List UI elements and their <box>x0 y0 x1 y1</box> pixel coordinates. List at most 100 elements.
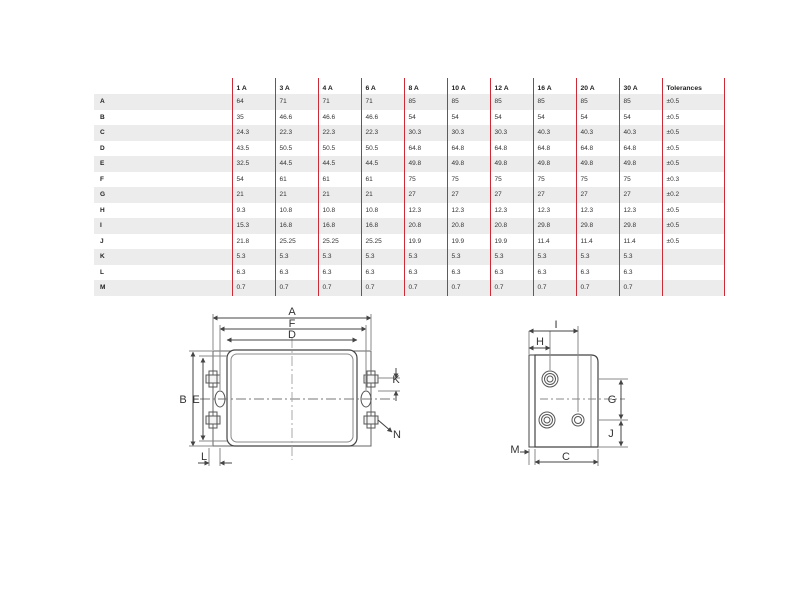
value-cell: 6.3 <box>317 264 361 280</box>
column-header: 6 A <box>360 78 404 94</box>
row-label: H <box>100 206 105 214</box>
value-cell: 27 <box>446 187 490 203</box>
front-view-labels: A F D B E K N L <box>179 306 401 463</box>
tolerance-cell: ±0.5 <box>661 202 725 218</box>
value-cell: 50.5 <box>274 140 318 156</box>
value-cell: 50.5 <box>317 140 361 156</box>
value-cell: 50.5 <box>360 140 404 156</box>
value-cell: 21.8 <box>231 233 275 249</box>
value-cell: 5.3 <box>446 249 490 265</box>
right-terminals <box>363 370 379 429</box>
value-cell: 21 <box>274 187 318 203</box>
label-J: J <box>608 428 614 440</box>
label-G: G <box>608 394 617 406</box>
value-cell: 6.3 <box>403 264 447 280</box>
value-cell: 44.5 <box>274 156 318 172</box>
value-cell: 21 <box>317 187 361 203</box>
value-cell: 5.3 <box>575 249 619 265</box>
value-cell: 0.7 <box>360 280 404 296</box>
value-cell: 16.8 <box>360 218 404 234</box>
value-cell: 0.7 <box>403 280 447 296</box>
column-header: 4 A <box>317 78 361 94</box>
side-ground-terminal <box>571 413 585 427</box>
tolerance-cell: ±0.2 <box>661 187 725 203</box>
label-L: L <box>201 451 207 463</box>
value-cell: 21 <box>360 187 404 203</box>
tolerance-cell: ±0.5 <box>661 233 725 249</box>
label-M: M <box>510 444 519 456</box>
value-cell: 9.3 <box>231 202 275 218</box>
value-cell: 10.8 <box>360 202 404 218</box>
row-label: F <box>100 175 104 183</box>
value-cell: 19.9 <box>489 233 533 249</box>
value-cell: 71 <box>360 94 404 110</box>
row-label: M <box>94 280 232 296</box>
tolerance-cell <box>661 280 725 296</box>
value-cell: 85 <box>618 94 662 110</box>
value-cell: 5.3 <box>274 249 318 265</box>
value-cell: 21 <box>231 187 275 203</box>
row-label: K <box>94 249 232 265</box>
front-view-drawing <box>189 314 400 466</box>
left-terminals <box>205 370 221 429</box>
value-cell: 0.7 <box>317 280 361 296</box>
value-cell: 64.8 <box>532 140 576 156</box>
tolerance-cell <box>661 249 725 265</box>
row-label: E <box>94 156 232 172</box>
row-label: I <box>94 218 232 234</box>
row-label: A <box>94 94 232 110</box>
column-header: 16 A <box>532 78 576 94</box>
value-cell: 27 <box>618 187 662 203</box>
value-cell: 25.25 <box>274 233 318 249</box>
value-cell: 54 <box>618 109 662 125</box>
value-cell: 64.8 <box>403 140 447 156</box>
value-cell: 10.8 <box>274 202 318 218</box>
value-cell: 0.7 <box>575 280 619 296</box>
value-cell: 44.5 <box>317 156 361 172</box>
value-cell: 22.3 <box>274 125 318 141</box>
value-cell: 75 <box>403 171 447 187</box>
value-cell: 85 <box>489 94 533 110</box>
value-cell: 85 <box>532 94 576 110</box>
value-cell: 43.5 <box>231 140 275 156</box>
tolerance-cell: ±0.3 <box>661 171 725 187</box>
value-cell: 49.8 <box>403 156 447 172</box>
column-header: 8 A <box>403 78 447 94</box>
tolerance-cell: ±0.5 <box>661 140 725 156</box>
label-H: H <box>536 336 544 348</box>
row-label: C <box>94 125 232 141</box>
column-header: 3 A <box>274 78 318 94</box>
value-cell: 6.3 <box>618 264 662 280</box>
value-cell: 54 <box>575 109 619 125</box>
value-cell: 29.8 <box>618 218 662 234</box>
tolerance-cell: ±0.5 <box>661 218 725 234</box>
value-cell: 29.8 <box>575 218 619 234</box>
value-cell: 64.8 <box>575 140 619 156</box>
tolerance-cell: ±0.5 <box>661 109 725 125</box>
value-cell: 49.8 <box>489 156 533 172</box>
value-cell: 22.3 <box>360 125 404 141</box>
value-cell: 54 <box>403 109 447 125</box>
value-cell: 11.4 <box>532 233 576 249</box>
side-view-drawing <box>520 326 628 466</box>
value-cell: 71 <box>317 94 361 110</box>
value-cell: 44.5 <box>360 156 404 172</box>
value-cell: 6.3 <box>360 264 404 280</box>
value-cell: 19.9 <box>403 233 447 249</box>
column-header: 10 A <box>446 78 490 94</box>
value-cell: 71 <box>274 94 318 110</box>
label-C: C <box>562 451 570 463</box>
value-cell: 64.8 <box>489 140 533 156</box>
value-cell: 15.3 <box>231 218 275 234</box>
